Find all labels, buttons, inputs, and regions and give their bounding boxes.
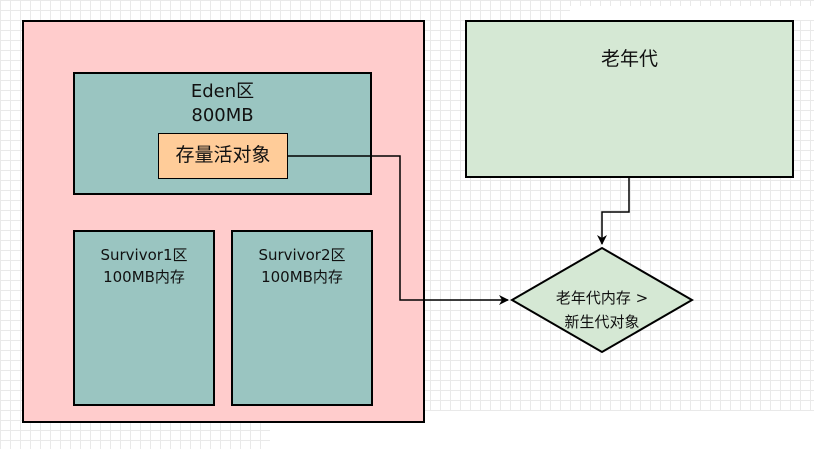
eden-size: 800MB bbox=[191, 105, 254, 126]
live-objects-node[interactable]: 存量活对象 bbox=[158, 133, 288, 179]
eden-region[interactable]: Eden区 800MB bbox=[73, 72, 372, 195]
old-generation-title: 老年代 bbox=[600, 48, 658, 70]
survivor2-size: 100MB内存 bbox=[261, 268, 343, 286]
survivor1-size: 100MB内存 bbox=[103, 268, 185, 286]
survivor1-region[interactable]: Survivor1区 100MB内存 bbox=[73, 230, 215, 406]
survivor2-region[interactable]: Survivor2区 100MB内存 bbox=[231, 230, 373, 406]
decision-diamond[interactable] bbox=[510, 246, 694, 354]
survivor2-title: Survivor2区 bbox=[258, 246, 346, 264]
live-to-decision-connector[interactable] bbox=[288, 155, 509, 305]
survivor1-title: Survivor1区 bbox=[100, 246, 188, 264]
eden-title: Eden区 bbox=[190, 81, 255, 102]
background-patch-top bbox=[570, 6, 814, 20]
old-generation-region[interactable]: 老年代 bbox=[465, 20, 794, 178]
old-to-decision-connector[interactable] bbox=[597, 178, 630, 245]
live-objects-label: 存量活对象 bbox=[175, 144, 271, 166]
